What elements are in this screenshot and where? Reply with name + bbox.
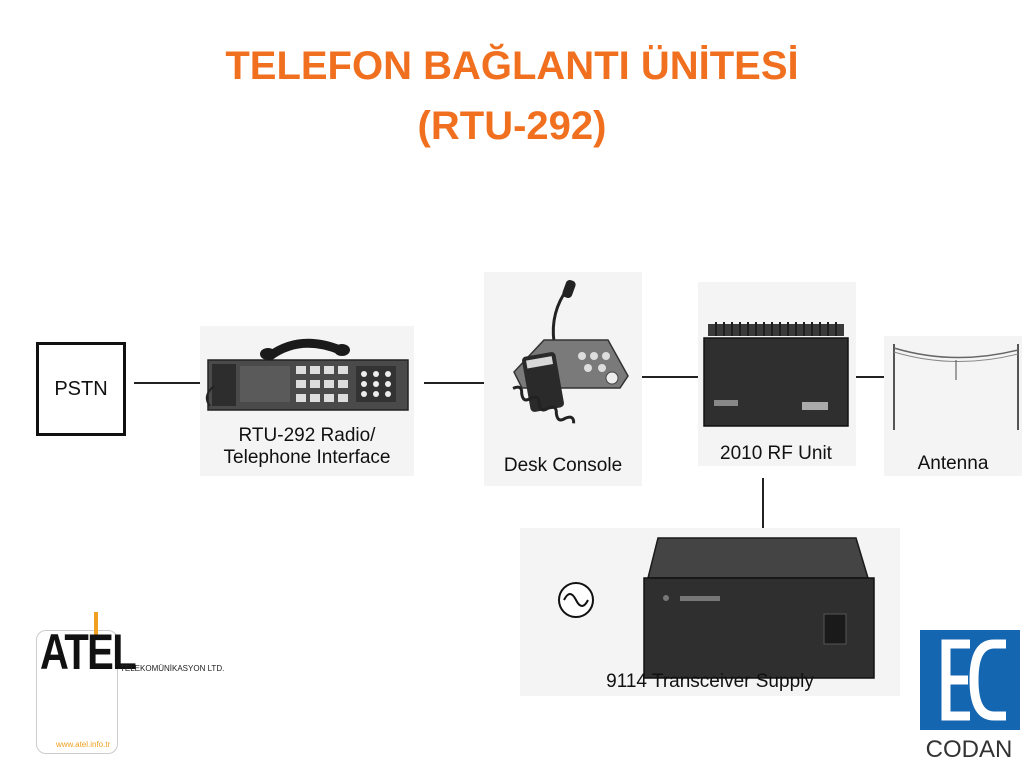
atel-logo-card xyxy=(36,630,118,754)
transceiver-supply-device xyxy=(643,537,875,679)
antenna-label: Antenna xyxy=(917,453,989,474)
pstn-node: PSTN xyxy=(36,342,126,436)
atel-logo-subtitle: TELEKOMÜNİKASYON LTD. xyxy=(120,664,225,673)
rf-supply-connector xyxy=(762,478,764,528)
codan-logo-icon xyxy=(920,630,1020,730)
ac-power-icon xyxy=(558,582,594,618)
desk-console-device xyxy=(512,279,629,424)
atel-logo-url: www.atel.info.tr xyxy=(56,740,111,749)
console-label: Desk Console xyxy=(503,455,623,476)
microphone-icon xyxy=(551,279,576,343)
rtu-label-line1: RTU-292 Radio/ xyxy=(238,425,376,446)
antenna-icon xyxy=(893,344,1019,430)
rtu-292-device xyxy=(205,338,409,411)
rf-antenna-connector xyxy=(846,376,884,378)
rf-unit-label: 2010 RF Unit xyxy=(720,443,832,464)
atel-logo-word: ATEL xyxy=(40,624,137,680)
slide-title: TELEFON BAĞLANTI ÜNİTESİ xyxy=(225,44,799,88)
codan-logo-word: CODAN xyxy=(925,736,1013,763)
pstn-label: PSTN xyxy=(54,377,108,400)
console-rf-connector xyxy=(634,376,698,378)
rf-unit-device xyxy=(703,322,849,427)
atel-logo-accent xyxy=(94,612,98,636)
rtu-label-line2: Telephone Interface xyxy=(223,447,391,468)
slide-subtitle: (RTU-292) xyxy=(417,104,607,148)
telephone-handset-icon xyxy=(260,338,350,361)
supply-label: 9114 Transceiver Supply xyxy=(606,671,814,692)
pstn-rtu-connector xyxy=(134,382,204,384)
rtu-console-connector xyxy=(424,382,504,384)
antenna-photo-panel xyxy=(884,336,1022,476)
